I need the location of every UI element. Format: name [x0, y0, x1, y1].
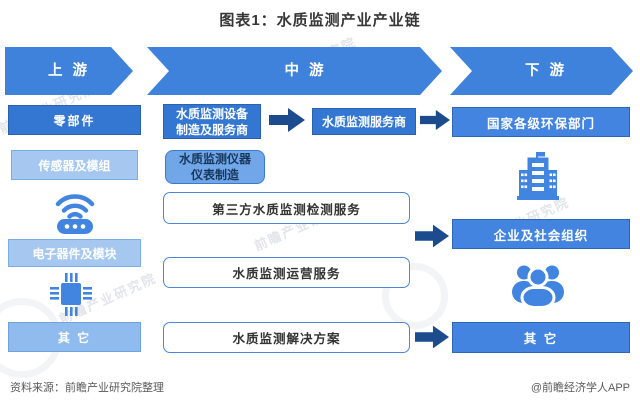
- upstream-chevron-shape: [5, 47, 133, 95]
- stage-label-midstream: 中 游: [284, 63, 327, 79]
- wireless-sensor-device-icon: [55, 194, 95, 234]
- flow-arrow-right-icon: [415, 325, 449, 349]
- equipment-line2: 制造及服务商: [175, 122, 248, 137]
- stage-label-upstream: 上 游: [47, 63, 91, 79]
- midstream-box-instrument-manufacturing: 水质监测仪器 仪表制造: [165, 150, 265, 184]
- electronic-chip-icon: [50, 273, 92, 316]
- midstream-box-equipment-manufacturer: 水质监测设备 制造及服务商: [163, 104, 261, 139]
- source-note: 资料来源：前瞻产业研究院整理: [10, 382, 164, 394]
- instrument-line1: 水质监测仪器: [178, 152, 251, 166]
- stage-label-downstream: 下 游: [524, 63, 568, 79]
- people-group-icon: [512, 265, 564, 307]
- upstream-box-others: 其 它: [8, 322, 141, 352]
- midstream-box-third-party-testing: 第三方水质监测检测服务: [163, 192, 410, 224]
- midstream-box-operation-service: 水质监测运营服务: [163, 257, 410, 288]
- upstream-box-parts: 零部件: [8, 105, 141, 135]
- credit-note: @前瞻经济学人APP: [530, 382, 630, 394]
- midstream-chevron-shape: [147, 47, 442, 95]
- midstream-box-service-provider: 水质监测服务商: [312, 108, 416, 135]
- flow-arrow-right-icon: [420, 110, 450, 130]
- midstream-box-solution: 水质监测解决方案: [163, 322, 410, 353]
- downstream-box-government: 国家各级环保部门: [452, 107, 630, 137]
- downstream-box-others: 其 它: [452, 322, 630, 353]
- equipment-line1: 水质监测设备: [175, 106, 248, 121]
- flow-arrow-right-icon: [415, 224, 449, 248]
- upstream-box-sensors: 传感器及模组: [11, 150, 138, 180]
- stage-chevron-bar: [5, 47, 633, 95]
- instrument-line2: 仪表制造: [190, 168, 239, 182]
- downstream-box-enterprise: 企业及社会组织: [452, 219, 630, 249]
- page-title: 图表1：水质监测产业产业链: [219, 12, 421, 29]
- flow-arrow-right-icon: [269, 108, 305, 132]
- upstream-box-electronics: 电子器件及模块: [8, 239, 141, 267]
- downstream-chevron-shape: [450, 47, 633, 95]
- organization-building-icon: [517, 152, 559, 200]
